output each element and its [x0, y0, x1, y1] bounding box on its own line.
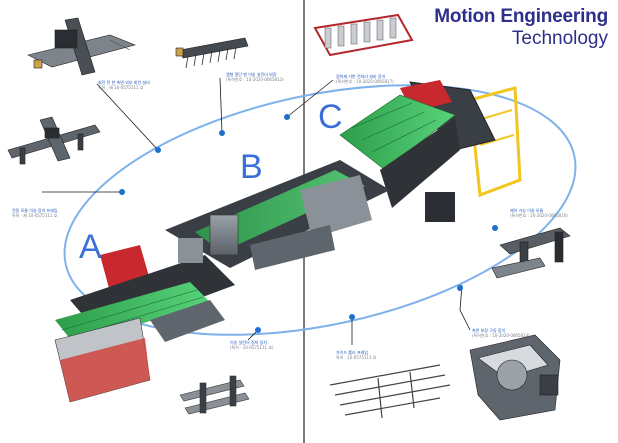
side-guide-module: [491, 227, 571, 279]
callout-title: 회전 전 한 측면 외부 회전 설비: [98, 80, 150, 85]
section-label-a: A: [79, 228, 102, 266]
comb-bar-module: [175, 37, 249, 69]
callout: 회전 전 한 측면 외부 회전 설비 특허 · 제 10-0575111 호: [98, 80, 162, 90]
callout-title: 캠형 절단 맨 이송 실린더 외장: [226, 72, 277, 77]
callout-ref: 특허 · 제 10-0575111 호: [98, 85, 144, 90]
orbit-ring: [63, 84, 577, 336]
brand-logo: Motion Engineering Technology: [434, 6, 608, 50]
callout: 제어 가능 이송 모듈 (특허번호 : 10-2020-0065816): [510, 208, 574, 218]
callout: 가이드 롤러 프레임 특허 · 10-0575111 호: [336, 350, 400, 360]
callout-title: 전동 모듈 이송 장치 프레임: [12, 208, 58, 213]
orbit-node: [349, 314, 355, 320]
callout-title: 제어 가능 이송 모듈: [510, 208, 544, 213]
orbit-node: [219, 130, 225, 136]
roller-stack-a: [178, 238, 203, 263]
transfer-unit: [250, 225, 335, 270]
callout-leaders: [42, 77, 497, 345]
gantry-module-top: [27, 17, 136, 76]
orbit-node: [492, 225, 498, 231]
brand-subtitle: Technology: [511, 28, 608, 49]
belt-section-c: [339, 94, 456, 171]
callout-ref: (특허번호 : 10-2020-0065814): [472, 333, 530, 338]
orbit-node: [119, 189, 125, 195]
roller-frame-module: [313, 13, 414, 57]
callout-title: 이송 실린더 접착 장치: [230, 340, 267, 345]
infeed-guide: [150, 300, 225, 342]
callout: 캠형 절단 맨 이송 실린더 외장 (특허번호 : 10-2020-006581…: [226, 72, 290, 82]
callout-ref: (특허번호 : 10-2020-0065817): [336, 79, 394, 84]
callout: 측면 보정 구동 장치 (특허번호 : 10-2020-0065814): [472, 328, 536, 338]
orbit-node: [255, 327, 261, 333]
frame-section-c: [380, 118, 460, 208]
callout-ref: (특허번호 : 10-2020-0065816): [510, 213, 568, 218]
control-cabinet: [209, 214, 239, 256]
section-label-b: B: [240, 148, 263, 186]
platform-stairs: [468, 86, 522, 198]
main-machine: [54, 80, 522, 403]
rod-assembly-module: [329, 364, 451, 419]
callout: 전동 모듈 이송 장치 프레임 특허 · 제 10-0575111 호: [12, 208, 76, 218]
callout-title: 측면 보정 구동 장치: [472, 328, 506, 333]
section-label-c: C: [318, 98, 343, 136]
bar-assembly-module: [179, 375, 250, 415]
callout-ref: (특허 · 10-0575111 호): [230, 345, 274, 350]
callout-ref: (특허번호 : 10-2020-0065813): [226, 77, 284, 82]
cutter-unit: [300, 175, 372, 238]
callout-ref: 특허 · 제 10-0575111 호: [12, 213, 58, 218]
callout-ref: 특허 · 10-0575111 호: [336, 355, 377, 360]
orbit-nodes: [119, 114, 498, 333]
callout: 접착재 기반 전처리 설비 장치 (특허번호 : 10-2020-0065817…: [336, 74, 400, 84]
stacker-box: [425, 192, 455, 222]
orbit-node: [155, 147, 161, 153]
orbit-node: [284, 114, 290, 120]
brand-title: Motion Engineering: [434, 6, 608, 27]
callout-title: 접착재 기반 전처리 설비 장치: [336, 74, 386, 79]
callout: 이송 실린더 접착 장치 (특허 · 10-0575111 호): [230, 340, 294, 350]
h-frame-module: [7, 116, 101, 165]
orbit-node: [457, 285, 463, 291]
cylinder-housing-module: [469, 334, 561, 421]
callout-title: 가이드 롤러 프레임: [336, 350, 368, 355]
infeed-red-base: [60, 338, 150, 402]
